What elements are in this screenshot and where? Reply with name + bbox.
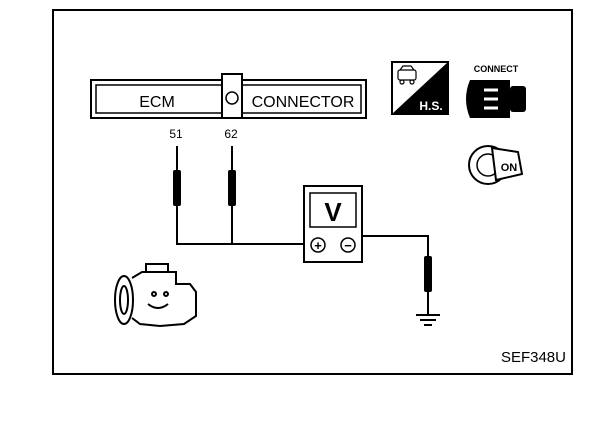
pin-label-62: 62 bbox=[224, 127, 238, 141]
ignition-key-icon: ON bbox=[468, 145, 524, 185]
connector-right-label: CONNECTOR bbox=[252, 94, 355, 111]
probe-tip-62 bbox=[228, 170, 236, 206]
ecm-connector: ECM CONNECTOR bbox=[90, 73, 367, 119]
hs-label: H.S. bbox=[419, 99, 442, 113]
voltmeter-display: V bbox=[324, 197, 342, 227]
ground-icon bbox=[416, 314, 440, 326]
probe-tip-ground bbox=[424, 256, 432, 292]
connect-label: CONNECT bbox=[474, 64, 519, 74]
voltmeter-minus-terminal bbox=[340, 237, 356, 253]
hs-icon: H.S. bbox=[391, 61, 449, 115]
minus-symbol: − bbox=[344, 238, 352, 253]
pin-label-51: 51 bbox=[169, 127, 183, 141]
engine-icon bbox=[114, 263, 197, 328]
connector-left-label: ECM bbox=[139, 94, 175, 111]
connector-lock-icon bbox=[225, 91, 239, 105]
plus-symbol: + bbox=[314, 238, 322, 253]
ignition-on-label: ON bbox=[501, 162, 518, 174]
figure-code: SEF348U bbox=[501, 349, 566, 366]
vehicle-icon bbox=[397, 65, 417, 85]
connect-icon: CONNECT bbox=[466, 64, 526, 118]
voltmeter-plus-terminal bbox=[310, 237, 326, 253]
voltmeter: V + − bbox=[303, 185, 363, 263]
probe-tip-51 bbox=[173, 170, 181, 206]
